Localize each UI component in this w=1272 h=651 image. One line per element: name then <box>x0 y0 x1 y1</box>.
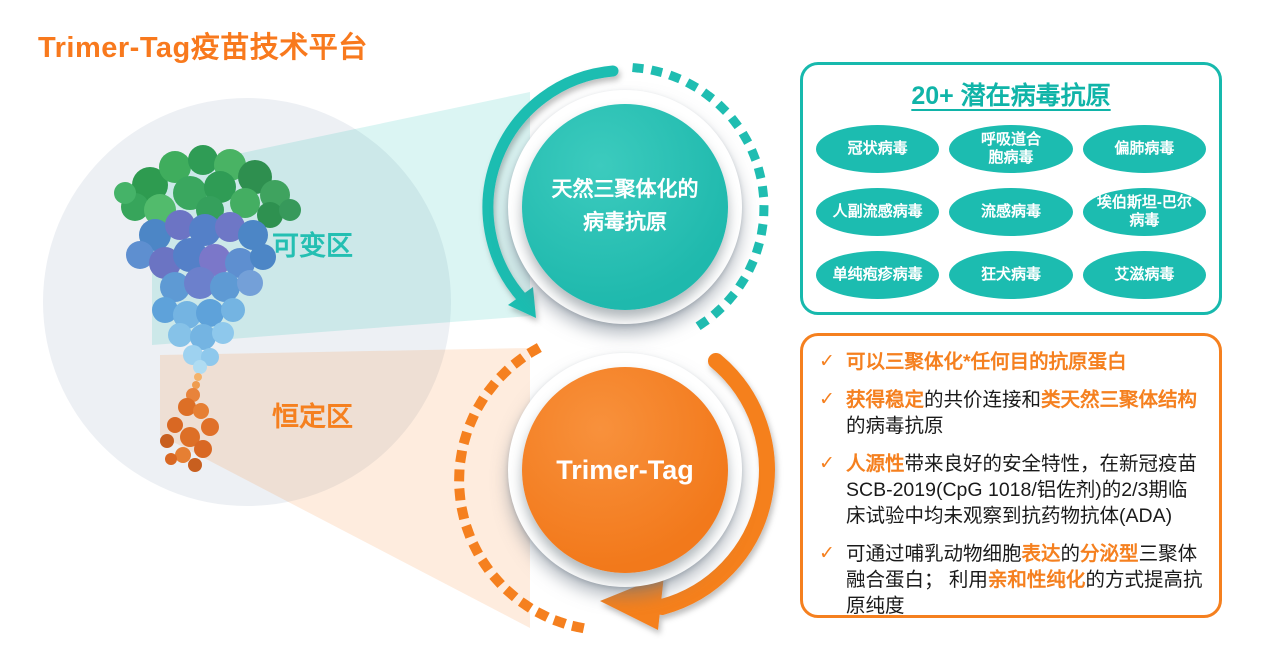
bullet-text: 可通过哺乳动物细胞表达的分泌型三聚体融合蛋白； 利用亲和性纯化的方式提高抗原纯度 <box>846 543 1203 617</box>
check-icon: ✓ <box>819 351 835 372</box>
antigen-pill-rsv: 呼吸道合 胞病毒 <box>949 125 1073 173</box>
antigen-pill-epstein-barr: 埃伯斯坦-巴尔 病毒 <box>1082 188 1206 236</box>
variable-region-blobs <box>114 145 301 374</box>
variable-region-label: 可变区 <box>272 231 353 261</box>
antigen-panel-title: 20+ 潜在病毒抗原 <box>911 82 1111 110</box>
antigen-pill-coronavirus: 冠状病毒 <box>816 125 940 173</box>
constant-region-label: 恒定区 <box>272 402 353 432</box>
feature-bullet: ✓ 人源性带来良好的安全特性，在新冠疫苗SCB-2019(CpG 1018/铝佐… <box>819 451 1203 529</box>
trimer-tag-circle: Trimer-Tag <box>522 367 728 573</box>
antigen-pill-metapneumovirus: 偏肺病毒 <box>1082 125 1206 173</box>
antigen-pill-grid: 冠状病毒 呼吸道合 胞病毒 偏肺病毒 人副流感病毒 流感病毒 埃伯斯坦-巴尔 病… <box>803 112 1219 299</box>
check-icon: ✓ <box>819 543 835 564</box>
antigen-pill-influenza: 流感病毒 <box>949 188 1073 236</box>
feature-bullet: ✓ 可通过哺乳动物细胞表达的分泌型三聚体融合蛋白； 利用亲和性纯化的方式提高抗原… <box>819 541 1203 619</box>
bullet-text: 人源性带来良好的安全特性，在新冠疫苗SCB-2019(CpG 1018/铝佐剂)… <box>846 453 1198 527</box>
antigen-pill-herpes-simplex: 单纯疱疹病毒 <box>816 251 940 299</box>
slide-title: Trimer-Tag疫苗技术平台 <box>38 32 368 64</box>
check-icon: ✓ <box>819 389 835 410</box>
check-icon: ✓ <box>819 453 835 474</box>
trimer-tag-blobs <box>160 373 219 472</box>
features-panel: ✓ 可以三聚体化*任何目的抗原蛋白 ✓ 获得稳定的共价连接和类天然三聚体结构的病… <box>800 333 1222 618</box>
bullet-text: 获得稳定的共价连接和类天然三聚体结构的病毒抗原 <box>846 389 1198 437</box>
spike-protein-illustration <box>114 145 301 472</box>
bullet-text: 可以三聚体化*任何目的抗原蛋白 <box>846 351 1127 373</box>
antigen-pill-hiv: 艾滋病毒 <box>1082 251 1206 299</box>
feature-bullet: ✓ 可以三聚体化*任何目的抗原蛋白 <box>819 349 1203 375</box>
antigen-pill-rabies: 狂犬病毒 <box>949 251 1073 299</box>
antigen-circle: 天然三聚体化的 病毒抗原 <box>522 104 728 310</box>
antigen-pill-parainfluenza: 人副流感病毒 <box>816 188 940 236</box>
feature-bullet: ✓ 获得稳定的共价连接和类天然三聚体结构的病毒抗原 <box>819 387 1203 439</box>
antigen-panel: 20+ 潜在病毒抗原 冠状病毒 呼吸道合 胞病毒 偏肺病毒 人副流感病毒 流感病… <box>800 62 1222 315</box>
